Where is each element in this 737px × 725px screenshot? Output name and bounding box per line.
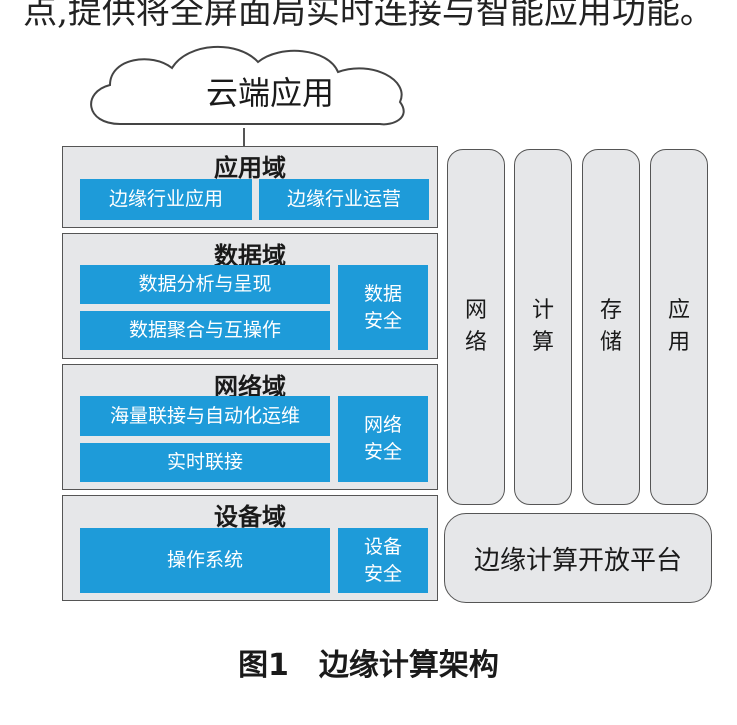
- pillar-compute-char1: 计: [531, 298, 554, 324]
- edge-industry-ops-box: 边缘行业运营: [259, 179, 429, 220]
- figure-caption: 图1 边缘计算架构: [238, 648, 499, 683]
- data-security-line2: 安全: [363, 309, 402, 332]
- network-security-box: 网络 安全: [338, 396, 428, 482]
- cloud-shape: [90, 45, 405, 126]
- body-text-fragment: 点,提供将全屏面局实时连接与智能应用功能。: [23, 0, 714, 32]
- data-analysis-box: 数据分析与呈现: [80, 265, 330, 304]
- pillar-compute-char2: 算: [531, 330, 554, 355]
- data-security-line1: 数据: [363, 282, 402, 305]
- massive-connection-box: 海量联接与自动化运维: [80, 396, 330, 436]
- cloud-label: 云端应用: [205, 74, 334, 112]
- realtime-connection-box: 实时联接: [80, 443, 330, 482]
- application-domain-title: 应用域: [214, 154, 286, 182]
- network-security-line2: 安全: [363, 441, 402, 463]
- pillar-storage-char2: 储: [599, 330, 622, 355]
- data-security-box: 数据 安全: [338, 265, 428, 350]
- device-domain-title: 设备域: [214, 503, 286, 531]
- pillar-compute: 计 算: [514, 149, 572, 505]
- edge-computing-open-platform: 边缘计算开放平台: [444, 513, 712, 603]
- pillar-application: 应 用: [650, 149, 708, 505]
- pillar-application-char2: 用: [667, 330, 690, 355]
- data-aggregation-box: 数据聚合与互操作: [80, 311, 330, 350]
- device-security-box: 设备 安全: [338, 528, 428, 593]
- pillar-application-char1: 应: [667, 298, 690, 324]
- device-security-line1: 设备: [363, 535, 402, 558]
- edge-industry-app-box: 边缘行业应用: [80, 179, 252, 220]
- network-security-line1: 网络: [363, 414, 402, 437]
- pillar-storage-char1: 存: [599, 298, 622, 324]
- device-security-line2: 安全: [363, 562, 402, 585]
- pillar-network-char2: 络: [464, 330, 487, 355]
- pillar-storage: 存 储: [582, 149, 640, 505]
- pillar-network: 网 络: [447, 149, 505, 505]
- cloud-connector-line: [243, 128, 245, 147]
- pillar-network-char1: 网: [464, 298, 487, 324]
- operating-system-box: 操作系统: [80, 528, 330, 593]
